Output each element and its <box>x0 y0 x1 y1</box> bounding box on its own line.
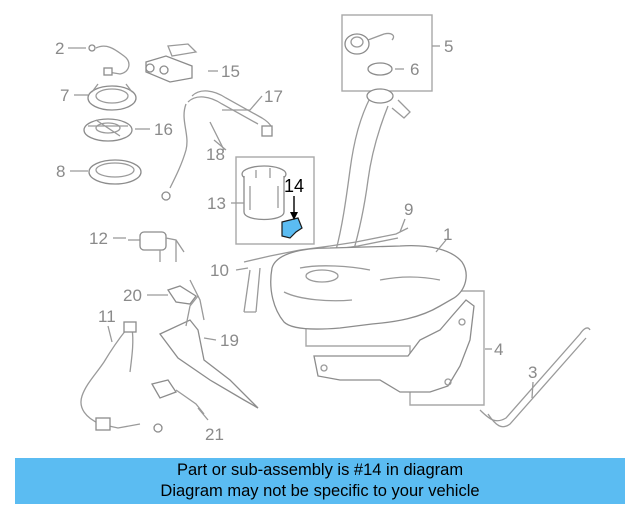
leader-lines <box>68 45 534 421</box>
part-14-bracket-highlighted <box>281 196 303 239</box>
label-17: 17 <box>264 87 283 106</box>
filler-neck <box>335 88 411 257</box>
label-1: 1 <box>443 225 452 244</box>
label-13: 13 <box>207 194 226 213</box>
part-16-retainer <box>83 118 133 142</box>
part-8-seal <box>88 159 142 185</box>
label-2: 2 <box>55 39 64 58</box>
label-3: 3 <box>528 363 537 382</box>
part-20-bracket <box>166 279 205 321</box>
label-20: 20 <box>123 286 142 305</box>
label-12: 12 <box>89 229 108 248</box>
part-17-fuel-line <box>187 90 273 137</box>
callout-labels: 1 2 3 4 5 6 7 8 9 10 11 12 13 14 15 16 1… <box>55 37 537 444</box>
part-12-fuel-filter <box>128 231 185 262</box>
info-banner: Part or sub-assembly is #14 in diagram D… <box>15 458 625 504</box>
label-18: 18 <box>206 145 225 164</box>
part-1-fuel-tank <box>270 244 467 330</box>
part-13-fuel-pump-module <box>241 165 287 221</box>
part-7-lock-ring <box>87 83 137 111</box>
banner-line-2: Diagram may not be specific to your vehi… <box>160 482 480 500</box>
label-21: 21 <box>205 425 224 444</box>
label-15: 15 <box>221 62 240 81</box>
part-11-wire-harness <box>80 321 163 433</box>
part-3-tank-strap <box>479 327 591 428</box>
label-5: 5 <box>444 37 453 56</box>
label-9: 9 <box>404 200 413 219</box>
label-19: 19 <box>220 331 239 350</box>
label-16: 16 <box>154 120 173 139</box>
label-8: 8 <box>56 162 65 181</box>
part-21-sensor <box>151 379 205 415</box>
part-5-fuel-cap <box>344 32 395 55</box>
label-10: 10 <box>210 261 229 280</box>
part-15-connector <box>145 43 198 83</box>
parts-diagram: 1 2 3 4 5 6 7 8 9 10 11 12 13 14 15 16 1… <box>55 14 591 444</box>
part-4-skid-plate <box>313 299 475 393</box>
label-6: 6 <box>410 60 419 79</box>
callout-box-13 <box>235 156 315 245</box>
part-19-heat-shield <box>158 295 259 409</box>
label-14: 14 <box>284 176 304 196</box>
banner-line-1: Part or sub-assembly is #14 in diagram <box>176 461 464 479</box>
label-4: 4 <box>494 340 503 359</box>
part-6-seal-ring <box>367 62 393 76</box>
label-11: 11 <box>98 307 116 326</box>
part-2-sensor-wire <box>88 44 130 76</box>
label-7: 7 <box>60 86 69 105</box>
